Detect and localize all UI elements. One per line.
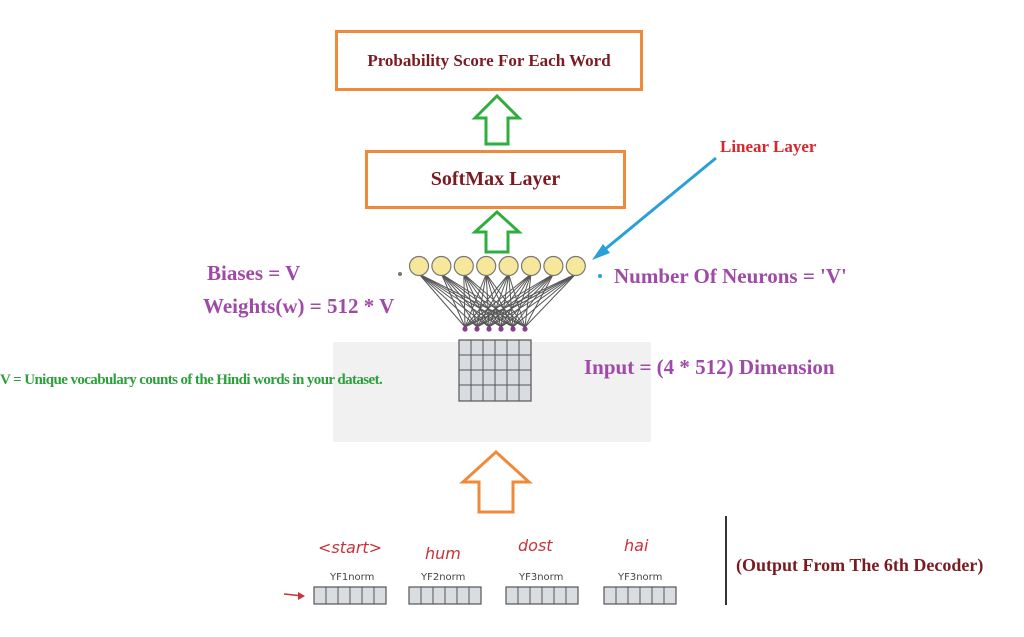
input-arrow-head: [298, 592, 305, 600]
neuron-connection-line: [463, 273, 478, 328]
probability-score-box: Probability Score For Each Word: [335, 30, 643, 91]
neuron-connection-line: [476, 273, 554, 328]
decoder-vector: [505, 586, 579, 605]
neuron-connection-line: [485, 273, 490, 328]
neuron-connection-line: [512, 273, 532, 328]
neuron: [476, 255, 497, 277]
neuron-connection-line: [488, 273, 510, 328]
neuron: [520, 255, 542, 277]
linear-layer-pointer-line: [597, 156, 717, 257]
neuron: [565, 255, 586, 277]
input-dot: [486, 326, 492, 332]
neuron-connection-line: [464, 273, 487, 328]
input-dot: [462, 326, 468, 332]
neuron-connection-line: [500, 273, 577, 328]
neuron-connection-line: [418, 273, 490, 328]
token-norm: YF3norm: [519, 572, 564, 583]
neuron: [453, 255, 474, 277]
neuron-connection-line: [464, 273, 554, 328]
neuron-connection-line: [418, 273, 466, 328]
neuron-connection-line: [508, 273, 526, 328]
neurons-count-label: Number Of Neurons = 'V': [614, 264, 847, 288]
neuron-connection-line: [441, 273, 526, 328]
neuron-connection-line: [463, 273, 502, 328]
orange-up-arrow: [459, 449, 533, 514]
token-word: <start>: [318, 538, 383, 557]
right-side-dot: [598, 274, 602, 278]
neuron-connection-line: [463, 273, 466, 328]
neuron-layer: [408, 255, 586, 277]
vocabulary-note: V = Unique vocabulary counts of the Hind…: [0, 372, 383, 388]
decoder-vector: [603, 586, 677, 605]
neuron-connection-line: [418, 273, 514, 328]
neuron-connection-line: [476, 273, 510, 328]
neuron-connection-line: [441, 273, 490, 328]
probability-score-label: Probability Score For Each Word: [367, 50, 611, 70]
neuron-connection-line: [440, 273, 466, 328]
input-dot: [510, 326, 516, 332]
neuron: [408, 255, 430, 277]
neuron: [431, 255, 452, 277]
neuron-connection-line: [512, 273, 577, 328]
input-dimension-label: Input = (4 * 512) Dimension: [584, 355, 835, 379]
decoder-vector: [408, 586, 482, 605]
neuron-connection-line: [463, 273, 514, 328]
neuron-connection-line: [508, 273, 514, 328]
neuron-connection-line: [440, 273, 478, 328]
neuron-connection-line: [524, 273, 532, 328]
neuron-connection-line: [476, 273, 577, 328]
neuron-connection-line: [524, 273, 577, 328]
neuron-connection-line: [476, 273, 487, 328]
input-dot: [474, 326, 480, 332]
softmax-layer-box: SoftMax Layer: [365, 150, 626, 209]
neuron-connection-line: [464, 273, 509, 328]
left-side-dot: [398, 272, 402, 276]
neuron-connection-line: [418, 273, 502, 328]
linear-layer-label: Linear Layer: [720, 137, 817, 156]
token-norm: YF3norm: [618, 572, 663, 583]
neuron-connection-line: [485, 273, 526, 328]
neuron-connection-line: [441, 273, 514, 328]
input-matrix-lines: [459, 340, 531, 401]
neuron: [498, 255, 519, 277]
decoder-output-cells: [313, 586, 677, 605]
decoder-vector: [313, 586, 387, 605]
decoder-output-label: (Output From The 6th Decoder): [736, 555, 984, 575]
neuron-connection-line: [441, 273, 502, 328]
biases-label: Biases = V: [207, 261, 301, 285]
neuron-connection-line: [500, 273, 510, 328]
input-dots: [462, 326, 528, 332]
token-word: dost: [518, 536, 553, 555]
input-dot: [522, 326, 528, 332]
neuron-connection-line: [463, 273, 526, 328]
token-norm: YF1norm: [330, 572, 375, 583]
neuron: [543, 255, 564, 277]
neuron-connection-line: [418, 273, 526, 328]
linear-layer-pointer-head: [592, 244, 610, 260]
neuron-connection-line: [488, 273, 577, 328]
input-dot: [498, 326, 504, 332]
token-word: hum: [425, 544, 461, 563]
green-up-arrow-bottom: [471, 209, 523, 254]
neuron-connection-line: [476, 273, 532, 328]
neuron-connections: [418, 273, 577, 328]
neuron-connection-line: [418, 273, 478, 328]
weights-label: Weights(w) = 512 * V: [203, 294, 395, 318]
green-up-arrow-top: [471, 93, 523, 146]
token-norm: YF2norm: [421, 572, 466, 583]
softmax-layer-label: SoftMax Layer: [430, 168, 561, 190]
neuron-connection-line: [485, 273, 502, 328]
neuron-connection-line: [464, 273, 577, 328]
neuron-connection-line: [464, 273, 532, 328]
token-word: hai: [624, 536, 649, 555]
neuron-connection-line: [463, 273, 490, 328]
neuron-connection-line: [485, 273, 514, 328]
